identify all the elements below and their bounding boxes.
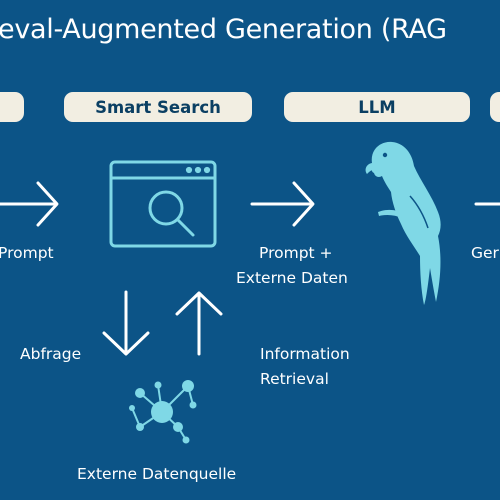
network-nodes-icon [129,380,197,444]
label-abfrage: Abfrage [20,345,82,363]
arrow-up-icon [175,291,223,356]
stage-pill-llm: LLM [284,92,470,122]
diagram-title: rieval-Augmented Generation (RAG [0,14,447,45]
label-retrieval: Retrieval [260,370,329,388]
parrot-icon [365,141,441,305]
stage-pill-left [0,92,24,122]
label-externe-datenquelle: Externe Datenquelle [77,465,237,483]
browser-search-icon [109,160,217,248]
stage-pill-smart-search: Smart Search [64,92,252,122]
label-prompt-plus: Prompt + [259,244,333,262]
label-prompt: Prompt [0,244,54,262]
stage-pill-right [490,92,500,122]
label-right-partial: Ger [471,244,499,262]
label-externe-daten: Externe Daten [236,269,348,287]
arrow-right-icon [250,181,315,227]
arrow-down-icon [102,290,150,356]
label-information: Information [260,345,350,363]
arrow-right-icon [0,181,59,227]
